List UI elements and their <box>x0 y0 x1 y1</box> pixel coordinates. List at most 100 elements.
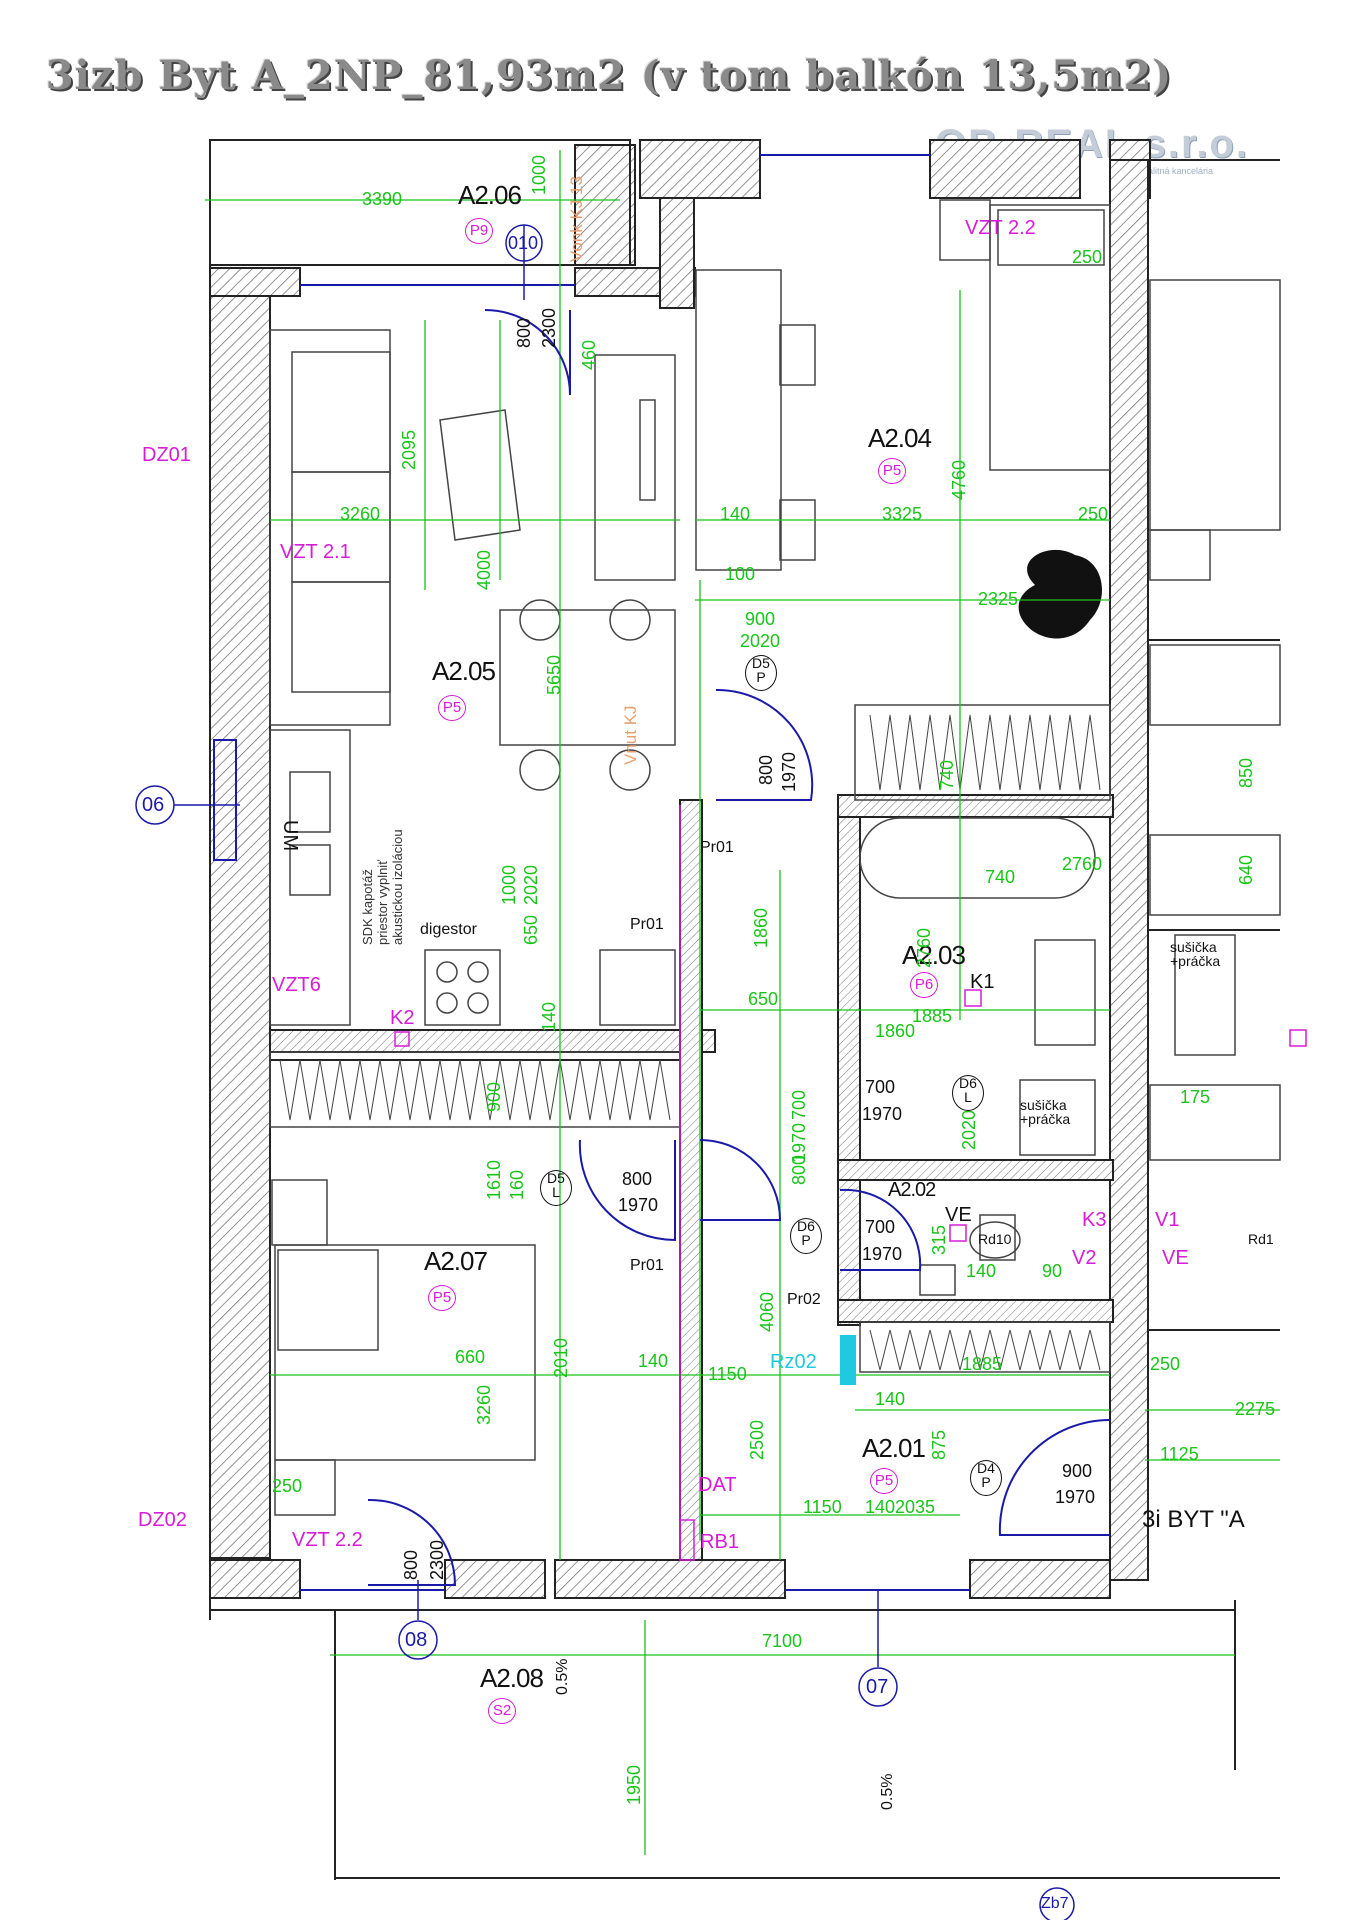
dimension: 1000 <box>529 154 549 195</box>
dimension: 650 <box>521 914 541 945</box>
dimension: 2095 <box>399 429 419 470</box>
room-label: A2.04 <box>868 423 932 453</box>
door-swings <box>367 309 1111 1586</box>
dimension: 7100 <box>762 1631 803 1651</box>
door-height: 2300 <box>427 1539 447 1580</box>
dimension: 2010 <box>551 1337 571 1378</box>
label-rz02: Rz02 <box>770 1351 817 1373</box>
dimension: 2325 <box>978 589 1019 609</box>
label-ve: K1 <box>970 971 995 993</box>
room-tag: P5 <box>870 1468 898 1494</box>
axis-label: 08 <box>405 1629 428 1651</box>
dimension: 4760 <box>949 459 969 500</box>
label-dryer: sušička +práčka <box>1020 1097 1071 1127</box>
company-logo-subtitle: realitná kancelária <box>1140 166 1214 176</box>
dimension: 1950 <box>624 1764 644 1805</box>
dimension: 315 <box>929 1224 949 1255</box>
v-label: V2 <box>1072 1247 1097 1269</box>
dimension: 1885 <box>962 1354 1003 1374</box>
label-pr01: Pr01 <box>700 839 734 856</box>
dimension: 100 <box>725 564 756 584</box>
door-height: 1970 <box>779 751 799 792</box>
dimension: 1860 <box>751 907 771 948</box>
vzt-label: VZT 2.2 <box>965 217 1036 239</box>
label-digestor: digestor <box>420 921 477 938</box>
door-width: 800 <box>514 317 534 348</box>
room-label: A2.08 <box>480 1663 544 1693</box>
walls <box>209 139 1151 1599</box>
door-height: 2300 <box>539 307 559 348</box>
k-label: K3 <box>1082 1209 1107 1231</box>
dimension: 140 <box>720 504 751 524</box>
wardrobe-hangers <box>279 714 1101 1371</box>
axis-label: 06 <box>142 794 165 816</box>
dimension: 140 <box>638 1351 669 1371</box>
dimension: 250 <box>272 1476 303 1496</box>
rz02-marker <box>840 1335 856 1385</box>
dimension: 2035 <box>895 1497 936 1517</box>
label-rd: Rd1 <box>1248 1231 1274 1247</box>
label-dat: DAT <box>698 1474 737 1496</box>
dimension: 140 <box>865 1497 896 1517</box>
room-tag: P5 <box>438 695 466 721</box>
dimension: 4060 <box>757 1291 777 1332</box>
furniture <box>269 199 1281 1516</box>
dimension: 1610 <box>484 1159 504 1200</box>
slope-label: 0.5% <box>554 1658 571 1695</box>
dimension: 1125 <box>1160 1444 1199 1464</box>
label-pr02: Pr02 <box>787 1291 821 1308</box>
label-rd: Rd10 <box>978 1231 1012 1247</box>
door-height: 1970 <box>862 1104 903 1124</box>
dimension: 140 <box>539 1001 559 1032</box>
room-label: A2.07 <box>424 1246 488 1276</box>
dimension: 3260 <box>474 1384 494 1425</box>
dimension: 2020 <box>740 631 781 651</box>
label-um: UM <box>279 820 301 852</box>
dimension: 2020 <box>521 864 541 905</box>
dz-label: DZ02 <box>138 1509 187 1531</box>
axis-label: Zb7 <box>1041 1895 1069 1912</box>
room-label: A2.02 <box>888 1179 936 1201</box>
door-height: 1970 <box>618 1195 659 1215</box>
dimension: 740 <box>985 867 1016 887</box>
dimension: 900 <box>484 1081 504 1112</box>
dimension: 875 <box>929 1429 949 1460</box>
label-rb1: RB1 <box>700 1531 739 1553</box>
room-label: A2.06 <box>458 180 522 210</box>
room-label: A2.05 <box>432 656 496 686</box>
door-width: 800 <box>401 1549 421 1580</box>
dimension: 2020 <box>959 1109 979 1150</box>
door-width: 700 <box>865 1217 896 1237</box>
room-tag: P6 <box>910 972 938 998</box>
dimension: 2275 <box>1235 1399 1276 1419</box>
door-width: 800 <box>622 1169 653 1189</box>
outline <box>209 139 1280 1880</box>
dimension: 800 <box>789 1154 809 1185</box>
dimension: 1860 <box>875 1021 916 1041</box>
door-width: 800 <box>756 754 776 785</box>
dimension: 2760 <box>914 927 934 968</box>
dimension: 640 <box>1236 854 1256 885</box>
room-tag: P5 <box>428 1285 456 1311</box>
dimension: 850 <box>1236 757 1256 788</box>
vzt-label: VZT6 <box>272 974 321 996</box>
k-label: V1 <box>1155 1209 1180 1231</box>
dimension: 650 <box>748 989 779 1009</box>
dimension: 1885 <box>912 1006 953 1026</box>
neighbor-apartment-label: 3i BYT "A <box>1142 1506 1245 1533</box>
dimension: 140 <box>966 1261 997 1281</box>
room-tag: S2 <box>488 1698 516 1724</box>
ac-unit-label: Vnut KJ <box>621 705 640 765</box>
axis-label: 010 <box>508 233 539 253</box>
dimension: 3390 <box>362 189 403 209</box>
door-height: 1970 <box>1055 1487 1096 1507</box>
k-label: K2 <box>390 1007 415 1029</box>
dimension: 3325 <box>882 504 923 524</box>
dz-label: DZ01 <box>142 444 191 466</box>
door-width: 700 <box>865 1077 896 1097</box>
ac-unit-label: Vonk KJ 13 <box>567 175 586 262</box>
